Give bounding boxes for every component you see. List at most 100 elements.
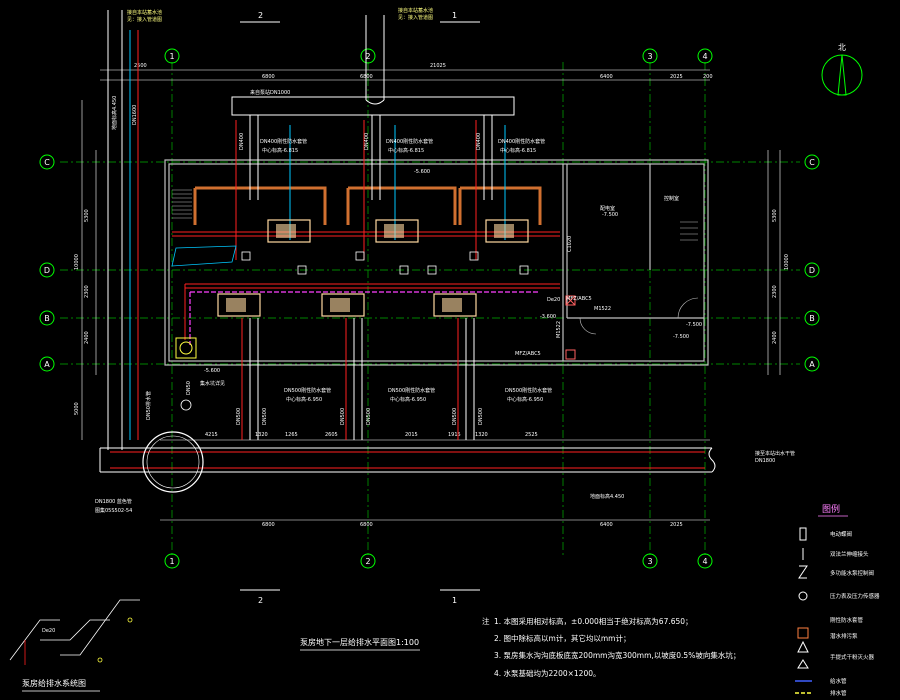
section-bottom-right: 1: [452, 596, 457, 605]
lbl-left-vertical-2: DN1600: [132, 105, 138, 125]
dim-lower-5: 1915: [448, 432, 461, 438]
legend-sym-pump: [797, 640, 809, 653]
lbl-room-elev: -7.500: [602, 212, 618, 218]
lbl-left-vertical-1: 地面标高4.450: [111, 96, 118, 130]
drain-pipe: [189, 291, 540, 345]
dimension-lines: [81, 69, 781, 521]
lbl-c1020: C1020: [567, 236, 573, 252]
lbl-dn500-b: DN500: [262, 408, 268, 425]
legend-sym-valve: [799, 527, 807, 541]
notes-line-3: 4. 水泵基础均为2200×1200。: [494, 668, 601, 678]
axis-top-2: 2: [365, 52, 370, 61]
main-pipe-red: [110, 451, 705, 469]
notes-line-2: 3. 泵房集水沟沟底板底宽200mm沟宽300mm,以坡度0.5%坡向集水坑；: [494, 650, 740, 660]
dim-top-mid: 21025: [430, 63, 446, 69]
dim-bottom-0: 6800: [262, 522, 275, 528]
pumps-bottom: [217, 293, 477, 317]
lbl-dn50: DN50: [186, 381, 192, 395]
axis-left-c: C: [44, 158, 50, 167]
section-labels: 2 1 2 1: [258, 11, 457, 605]
lbl-de20: De20: [547, 297, 560, 303]
iso-sketch: De20 泵房给排水系统图: [9, 599, 140, 692]
axis-bottom-4: 4: [702, 557, 707, 566]
left-well: [175, 337, 197, 411]
lbl-elev-top-b: 中心标高-6.815: [388, 147, 424, 154]
lbl-fire-a: MFZ/ABC5: [566, 296, 592, 302]
lbl-m2: M1522: [556, 321, 562, 338]
notes-line-0: 1. 本图采用相对标高，±0.000相当于绝对标高为67.650；: [494, 616, 693, 626]
fire-items: [565, 295, 699, 360]
axis-grid: [60, 62, 800, 555]
lbl-main-pipe: DN1800: [755, 458, 775, 464]
lbl-elev-bottom-a: 中心标高-6.950: [286, 396, 322, 403]
north-arrow: 北: [821, 43, 863, 96]
axis-right-b: B: [809, 314, 815, 323]
axis-right-d: D: [809, 266, 815, 275]
legend-item-7: 给水管: [830, 677, 847, 685]
dim-left-4: 5000: [74, 402, 80, 415]
lbl-floor-elev-bottom: 地面标高4.450: [590, 493, 624, 500]
legend-sym-sleeve: [797, 627, 809, 639]
axis-bubbles: [39, 48, 820, 569]
legend-item-6: 手提式干粉灭火器: [830, 653, 875, 661]
lbl-elev-mid: -5.600: [414, 169, 430, 175]
dim-right-2: 2400: [772, 331, 778, 344]
lbl-top-note-2: 见：接入管道图: [127, 16, 162, 23]
legend-item-3: 压力表及压力传感器: [830, 592, 880, 600]
axis-bottom-2: 2: [365, 557, 370, 566]
axis-top-4: 4: [702, 52, 707, 61]
dim-lower-2: 1265: [285, 432, 298, 438]
lbl-top-right-note-2: 见：接入管道图: [398, 14, 433, 21]
dim-top-0: 2500: [134, 63, 147, 69]
lbl-dn400-b: DN400: [364, 133, 370, 150]
notes-line-1: 2. 图中除标高以m计，其它均以mm计；: [494, 633, 630, 643]
dim-right-1: 2300: [772, 285, 778, 298]
lbl-room-2: 控制室: [664, 195, 679, 202]
cyan-pipes: [129, 30, 506, 440]
dim-lower-4: 2015: [405, 432, 418, 438]
legend-item-8: 排水管: [830, 689, 847, 697]
lbl-pump-top-a: DN400刚性防水套管: [260, 138, 307, 145]
pump-bays: [193, 186, 542, 225]
lbl-dn500-c: DN500: [340, 408, 346, 425]
axis-top-1: 1: [169, 52, 174, 61]
trench-lines: [172, 231, 560, 340]
panel-shape: [171, 245, 237, 267]
lbl-sump: 集水坑详见: [200, 380, 225, 387]
lbl-dn1800-std: 图集05S502-54: [95, 507, 132, 514]
dim-top-1: 6800: [262, 74, 275, 80]
axis-left-a: A: [44, 360, 50, 369]
lbl-fire-b: MFZ/ABC5: [515, 351, 541, 357]
dim-left-0: 5300: [84, 209, 90, 222]
legend-item-1: 双法兰伸缩接头: [830, 550, 869, 558]
axis-bottom-1: 1: [169, 557, 174, 566]
axis-right-c: C: [809, 158, 815, 167]
building-walls: [164, 159, 709, 366]
pipe-labels: 接自本站蓄水池 见：接入管道图 接自本站蓄水池 见：接入管道图 来自泵站DN10…: [95, 7, 795, 514]
intake-pipes: [107, 10, 515, 450]
stairs: [172, 189, 698, 241]
lbl-pump-bottom-c: DN500刚性防水套管: [505, 387, 552, 394]
legend: 图例 电动蝶阀 双法兰伸缩接头 多功能水泵控制阀 压力表及压力传感器 刚性防水套…: [795, 503, 880, 697]
dim-top-4: 2025: [670, 74, 683, 80]
dim-right-0: 5300: [772, 209, 778, 222]
dim-bottom-1: 6800: [360, 522, 373, 528]
lbl-pump-bottom-b: DN500刚性防水套管: [388, 387, 435, 394]
lbl-dn500-f: DN500: [478, 408, 484, 425]
lbl-main-pipe-note: 接至本站出水干管: [755, 450, 795, 457]
section-top-left: 2: [258, 11, 263, 20]
lbl-main-top: 来自泵站DN1000: [250, 89, 290, 96]
lbl-elev-right: -7.500: [673, 334, 689, 340]
axis-right-a: A: [809, 360, 815, 369]
sump-well-inner: [146, 435, 200, 489]
notes-prefix: 注: [482, 616, 490, 626]
discharge-pipes: [249, 318, 475, 440]
lbl-elev-bottom-c: 中心标高-6.950: [507, 396, 543, 403]
lbl-pump-top-c: DN400刚性防水套管: [498, 138, 545, 145]
legend-item-5: 潜水排污泵: [830, 632, 858, 640]
discharge-red: [241, 318, 459, 440]
lbl-top-note-1: 接自本站蓄水池: [127, 9, 162, 16]
dim-left-3: 10000: [74, 254, 80, 270]
dim-lower-6: 1320: [475, 432, 488, 438]
dim-bottom-3: 2025: [670, 522, 683, 528]
